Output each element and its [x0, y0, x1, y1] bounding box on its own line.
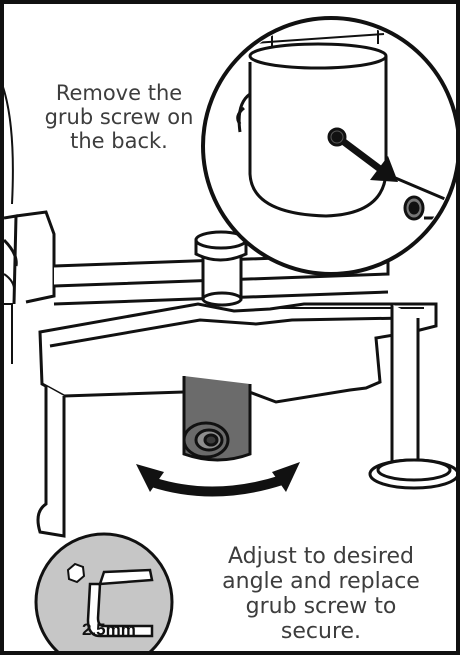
hexagon-icon — [68, 564, 84, 582]
tool-size-label: 2.5mm — [82, 620, 136, 640]
rear-knob — [196, 232, 246, 305]
remove-grub-screw-instruction: Remove the grub screw on the back. — [24, 82, 214, 154]
adjust-angle-instruction: Adjust to desired angle and replace grub… — [190, 544, 452, 644]
left-base — [38, 386, 64, 536]
zoom-callout — [203, 15, 459, 274]
swivel-column — [184, 376, 250, 460]
rotate-arrows — [136, 462, 300, 492]
